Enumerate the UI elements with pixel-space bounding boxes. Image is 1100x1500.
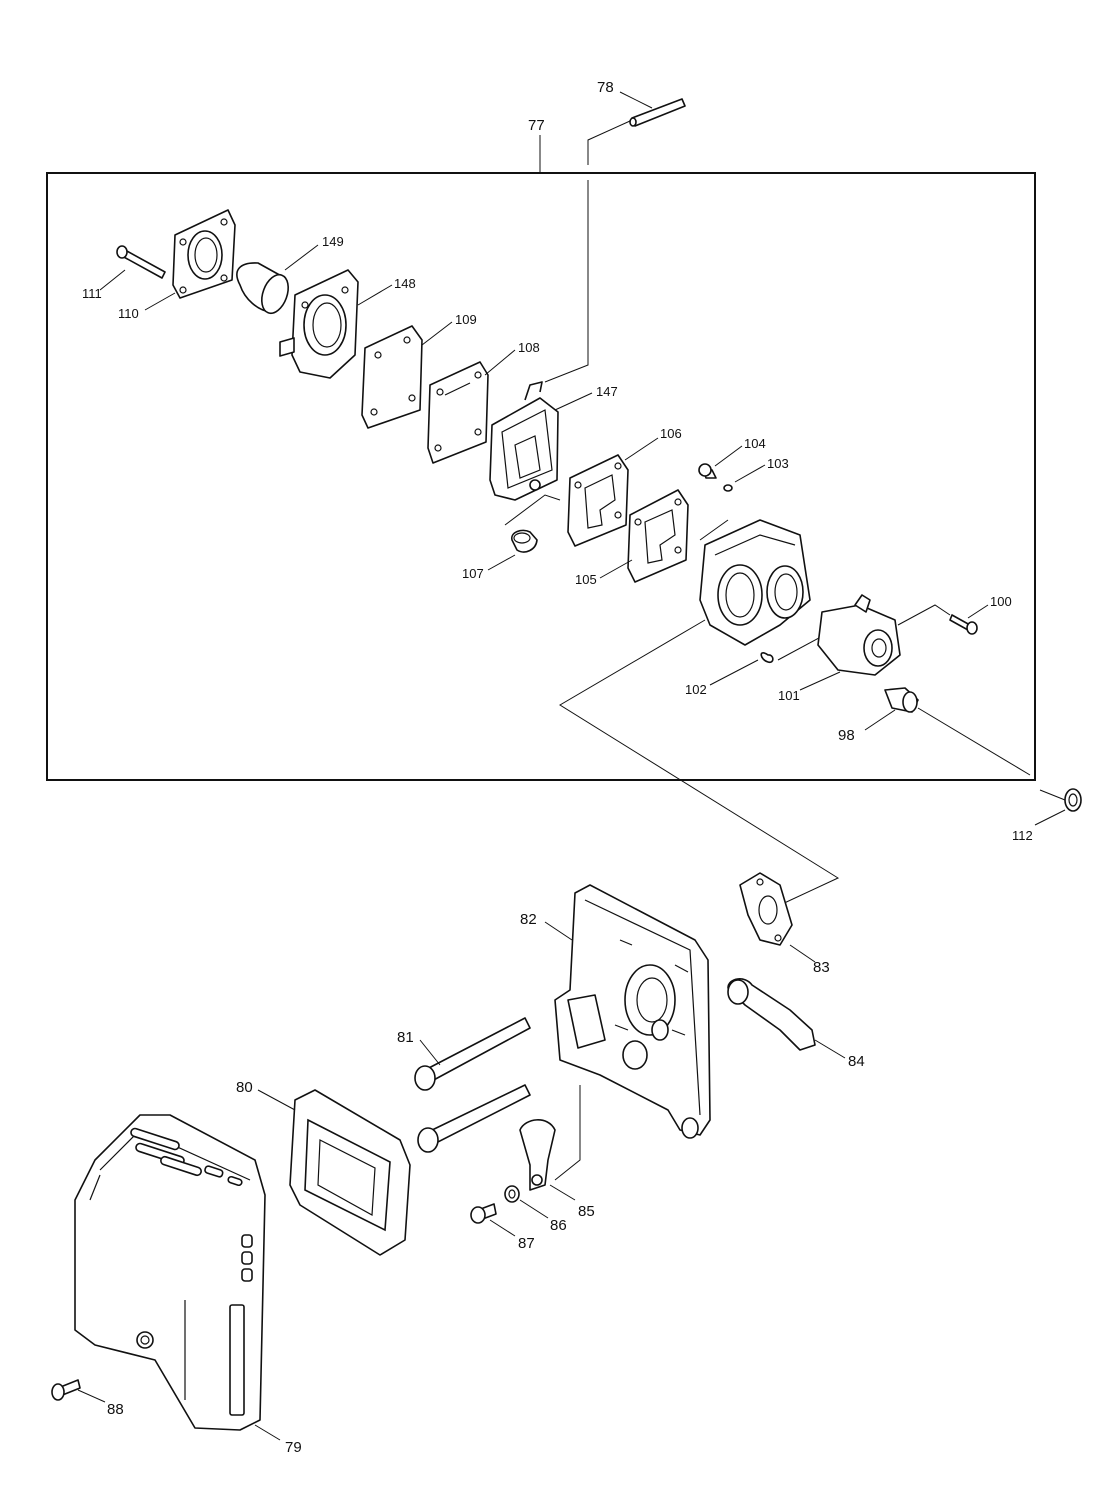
part-148-pump-cover <box>279 269 359 379</box>
callout-86: 86 <box>550 1217 567 1234</box>
part-149-primer-bulb <box>236 262 289 315</box>
callout-105: 105 <box>575 572 597 587</box>
carburetor-assembly-frame <box>46 172 1036 781</box>
part-112-washer <box>1064 788 1082 812</box>
callout-78: 78 <box>597 79 614 96</box>
part-79-air-cleaner-cover <box>74 1114 266 1431</box>
part-105-gasket <box>627 489 689 583</box>
part-88-screw <box>51 1379 81 1401</box>
part-81-bolt-lower <box>417 1084 531 1153</box>
callout-103: 103 <box>767 456 789 471</box>
part-87-screw <box>470 1203 497 1224</box>
callout-98: 98 <box>838 727 855 744</box>
callout-107: 107 <box>462 566 484 581</box>
callout-87: 87 <box>518 1235 535 1252</box>
part-109-diaphragm <box>361 325 423 429</box>
callout-88: 88 <box>107 1401 124 1418</box>
part-100-screw <box>949 614 978 635</box>
callout-112: 112 <box>1012 828 1033 843</box>
callout-100: 100 <box>990 594 1012 609</box>
part-81-bolt-upper <box>414 1017 531 1091</box>
part-78-fuel-pipe <box>629 98 686 127</box>
part-83-gasket <box>739 872 793 946</box>
callout-111: 111 <box>82 286 102 301</box>
part-84-choke-lever <box>727 978 816 1051</box>
part-111-screw <box>116 245 166 279</box>
part-80-air-filter <box>289 1089 411 1256</box>
callout-82: 82 <box>520 911 537 928</box>
callout-101: 101 <box>778 688 800 703</box>
callout-80: 80 <box>236 1079 253 1096</box>
part-82-air-cleaner-base <box>554 884 711 1139</box>
part-104-screw <box>698 463 717 479</box>
part-85-lever <box>519 1119 556 1191</box>
part-110-plate <box>172 209 236 299</box>
callout-148: 148 <box>394 276 416 291</box>
callout-108: 108 <box>518 340 540 355</box>
part-103-o-ring <box>723 484 733 492</box>
callout-104: 104 <box>744 436 766 451</box>
part-98-adjust-screw <box>884 687 919 713</box>
callout-109: 109 <box>455 312 477 327</box>
callout-147: 147 <box>596 384 618 399</box>
part-86-washer <box>504 1185 520 1203</box>
callout-84: 84 <box>848 1053 865 1070</box>
carburetor-body <box>699 519 811 646</box>
callout-102: 102 <box>685 682 707 697</box>
part-147-pump-body <box>489 381 559 501</box>
part-102-clip <box>760 652 774 664</box>
callout-77: 77 <box>528 117 545 134</box>
callout-110: 110 <box>118 306 139 321</box>
callout-106: 106 <box>660 426 682 441</box>
callout-85: 85 <box>578 1203 595 1220</box>
callout-79: 79 <box>285 1439 302 1456</box>
part-107-filter-screen <box>511 529 538 553</box>
part-108-gasket <box>427 361 489 464</box>
part-101-throttle-assembly <box>817 594 901 676</box>
callout-149: 149 <box>322 234 344 249</box>
callout-83: 83 <box>813 959 830 976</box>
part-106-diaphragm <box>567 454 629 547</box>
callout-81: 81 <box>397 1029 414 1046</box>
